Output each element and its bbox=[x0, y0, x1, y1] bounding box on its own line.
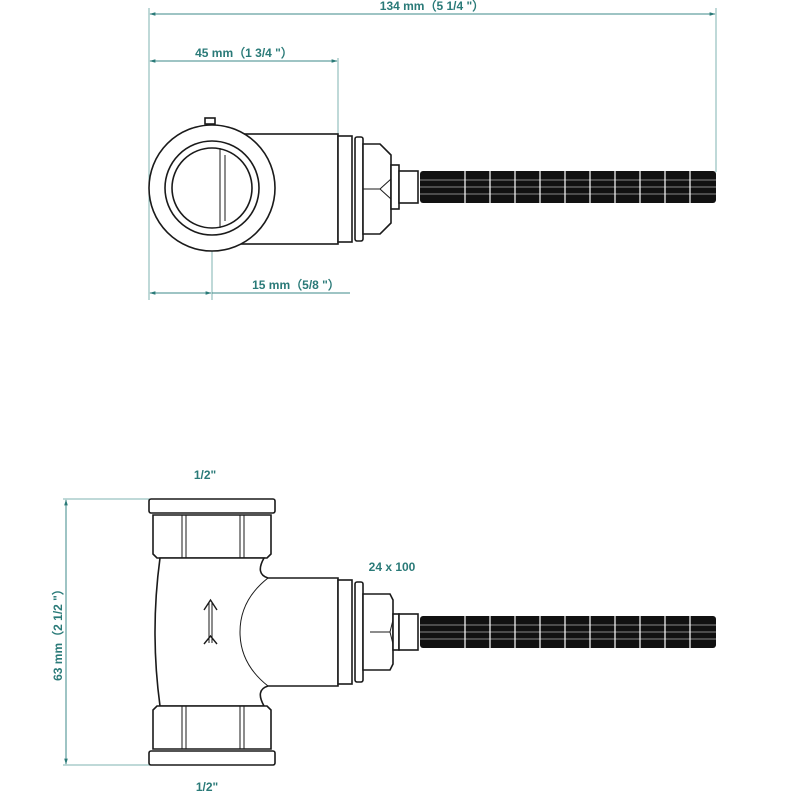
side-lock-ring bbox=[392, 613, 400, 651]
top-connection-label: 1/2" bbox=[194, 468, 216, 482]
hex-nut-edge-2 bbox=[379, 188, 392, 200]
overall-length-label: 134 mm（5 1/4 "） bbox=[380, 0, 484, 13]
top-view: 134 mm（5 1/4 "） 45 mm（1 3/4 "） 15 mm（5/8… bbox=[148, 0, 717, 300]
inlet-bore bbox=[171, 147, 253, 229]
spindle-collar bbox=[398, 170, 419, 204]
spline-spindle-side bbox=[420, 616, 716, 648]
bottom-hex-fitting bbox=[152, 705, 272, 750]
side-gasket-ring bbox=[354, 581, 364, 683]
side-view: 1/2" 1/2" 24 x 100 63 mm（2 1/2 "） bbox=[50, 468, 716, 793]
hex-nut-edge bbox=[379, 178, 392, 190]
bottom-fitting-flange bbox=[148, 750, 276, 766]
side-spindle-collar bbox=[398, 613, 419, 651]
body-length-label: 45 mm（1 3/4 "） bbox=[195, 45, 293, 60]
gasket-ring bbox=[354, 136, 364, 242]
side-flange-ring bbox=[337, 579, 353, 685]
top-hex-fitting bbox=[152, 514, 272, 559]
bottom-connection-label: 1/2" bbox=[196, 780, 218, 793]
body-saddle-curve bbox=[239, 577, 269, 687]
top-fitting-flange bbox=[148, 498, 276, 514]
center-offset-label: 15 mm（5/8 "） bbox=[252, 277, 340, 292]
flow-direction-arrow-icon bbox=[203, 598, 218, 645]
flange-ring bbox=[337, 135, 353, 243]
valve-body-side bbox=[154, 557, 339, 707]
spline-spindle-top bbox=[420, 171, 716, 203]
top-cap-nub bbox=[204, 117, 216, 125]
spindle-size-label: 24 x 100 bbox=[369, 560, 416, 574]
lock-ring bbox=[390, 164, 400, 210]
height-label: 63 mm（2 1/2 "） bbox=[50, 583, 65, 681]
